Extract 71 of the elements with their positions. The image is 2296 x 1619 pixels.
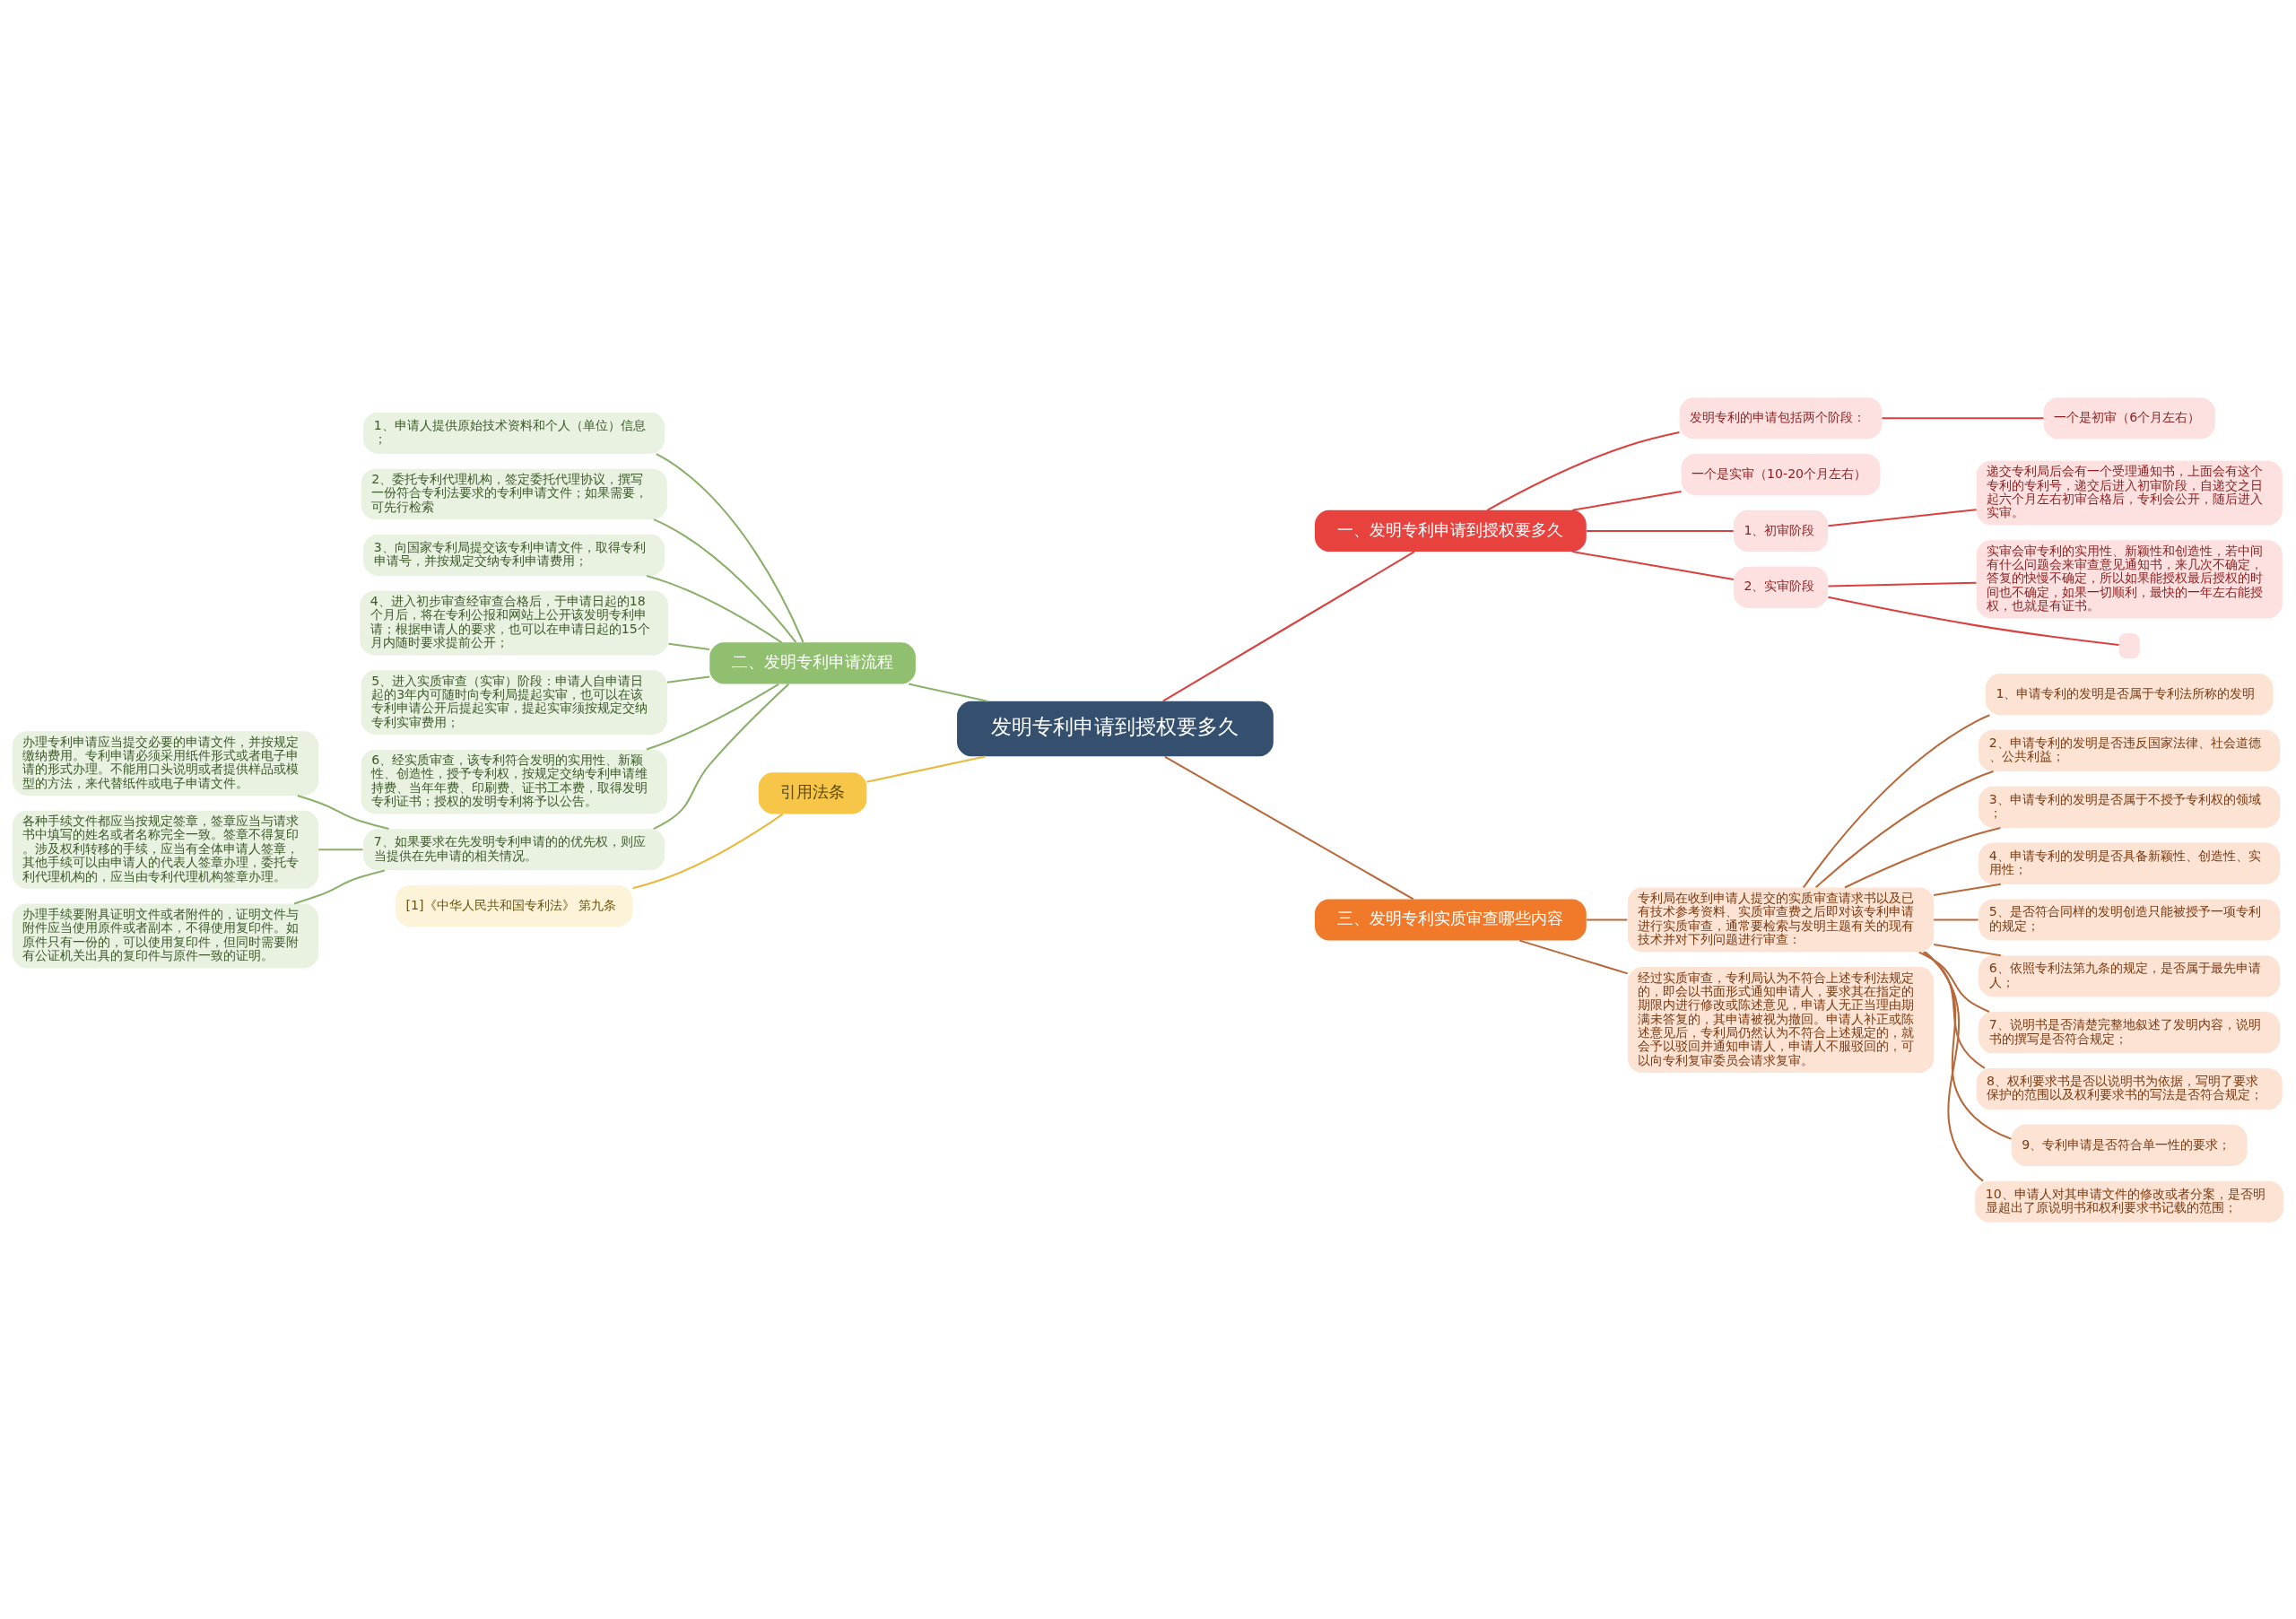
node-box: 专利局在收到申请人提交的实质审查请求书以及已有技术参考资料、实质审查费之后即对该专利申请进行实质审查，通常要检索与发明主题有关的现有技术并对下列问题进行审查： — [1627, 887, 1935, 952]
node-box: 6、经实质审查，该专利符合发明的实用性、新颖性、创造性，授予专利权，按规定交纳专利申请维持费、当年年费、印刷费、证书工本费，取得发明专利证书；授权的发明专利将予以公告。 — [361, 749, 667, 814]
connector — [1934, 943, 2001, 956]
connector — [1803, 713, 1990, 888]
node-box: 7、说明书是否清楚完整地叙述了发明内容，说明书的撰写是否符合规定； — [1979, 1011, 2281, 1053]
connector — [668, 642, 710, 650]
connector — [1572, 490, 1682, 511]
node-box: 7、如果要求在先发明专利申请的的优先权，则应当提供在先申请的相关情况。 — [363, 828, 665, 870]
connector — [1828, 581, 1977, 588]
connector — [1162, 550, 1415, 702]
node-box: 经过实质审查，专利局认为不符合上述专利法规定的，即会以书面形式通知申请人，要求其在指定的期限内进行修改或陈述意见，申请人无正当理由期满未答复的，其申请被视为撤回。申请人补正或陈述意见后，专利局仍然认为不符合上述规定的，就会予以驳回并通知申请人，申请人不服驳回的，可以向专利复审委员会请求复审。 — [1627, 966, 1935, 1073]
connector — [1923, 951, 1986, 1069]
node-box: 发明专利申请到授权要多久 — [957, 701, 1274, 756]
connector — [1925, 951, 1984, 1181]
node-box: 三、发明专利实质审查哪些内容 — [1315, 898, 1587, 941]
connector — [866, 754, 986, 783]
connector — [632, 813, 784, 889]
connector — [653, 683, 789, 830]
node-box: 1、申请人提供原始技术资料和个人（单位）信息； — [363, 412, 665, 454]
connector — [1828, 508, 1977, 527]
connector — [293, 868, 386, 904]
node-box: 办理手续要附具证明文件或者附件的，证明文件与附件应当使用原件或者副本，不得使用复印件。如原件只有一份的，可以使用复印件，但同时需要附有公证机关出具的复印件与原件一致的证明。 — [12, 903, 319, 968]
connector — [666, 675, 710, 683]
node-box: 一个是实审（10-20个月左右） — [1681, 453, 1881, 495]
connector — [1934, 918, 1979, 921]
node-box: 1、申请专利的发明是否属于专利法所称的发明 — [1985, 673, 2274, 715]
connector — [1815, 770, 1994, 888]
node-box: 5、是否符合同样的发明创造只能被授予一项专利的规定； — [1979, 898, 2281, 941]
node-box: 10、申请人对其申请文件的修改或者分案，是否明显超出了原说明书和权利要求书记载的范围； — [1975, 1180, 2284, 1223]
node-box: 4、进入初步审查经审查合格后，于申请日起的18个月后，将在专利公报和网站上公开该发明专利申请；根据申请人的要求，也可以在申请日起的15个月内随时要求提前公开； — [360, 590, 669, 655]
connector — [909, 683, 987, 702]
connector — [646, 683, 779, 751]
connector — [1486, 431, 1680, 511]
connector — [1882, 416, 2044, 419]
node-box: 4、申请专利的发明是否具备新颖性、创造性、实用性； — [1979, 842, 2281, 884]
node-box: 2、申请专利的发明是否违反国家法律、社会道德、公共利益； — [1979, 729, 2281, 771]
connector — [1519, 939, 1629, 974]
connector — [318, 848, 363, 850]
node-box: 2、委托专利代理机构，签定委托代理协议，撰写一份符合专利法要求的专利申请文件；如果需要，可先行检索 — [361, 468, 667, 519]
connector — [646, 574, 783, 643]
node-box: 各种手续文件都应当按规定签章，签章应当与请求书中填写的姓名或者名称完全一致。签章不得复印。涉及权利转移的手续，应当有全体申请人签章，其他手续可以由申请人的代表人签章办理，委托专利代理机构的，应当由专利代理机构签章办理。 — [12, 810, 319, 889]
node-box: 递交专利局后会有一个受理通知书，上面会有这个专利的专利号，递交后进入初审阶段，自递交之日起六个月左右初审合格后，专利会公开，随后进入实审。 — [1976, 460, 2283, 525]
node-box — [2118, 632, 2140, 658]
node-box: 2、实审阶段 — [1733, 566, 1829, 608]
connector — [1828, 596, 2119, 646]
node-box: 二、发明专利申请流程 — [709, 641, 916, 684]
node-box: 6、依照专利法第九条的规定，是否属于最先申请人； — [1979, 954, 2281, 997]
connector — [1934, 883, 2001, 896]
node-box: 5、进入实质审查（实审）阶段：申请人自申请日起的3年内可随时向专利局提起实审，也可以在该专利申请公开后提起实审，提起实审须按规定交纳专利实审费用； — [361, 669, 667, 735]
node-box: 8、权利要求书是否以说明书为依据，写明了要求保护的范围以及权利要求书的写法是否符合规定； — [1976, 1067, 2283, 1110]
connector — [653, 518, 797, 643]
node-box: 3、申请专利的发明是否属于不授予专利权的领域； — [1979, 786, 2281, 828]
connector — [1164, 755, 1414, 900]
node-box: [1]《中华人民共和国专利法》 第九条 — [396, 884, 633, 927]
connector — [1586, 529, 1734, 532]
node-box: 引用法条 — [758, 771, 867, 814]
connector — [1572, 550, 1735, 580]
connector — [656, 452, 804, 642]
node-box: 3、向国家专利局提交该专利申请文件，取得专利申请号，并按规定交纳专利申请费用； — [363, 534, 665, 576]
node-box: 一、发明专利申请到授权要多久 — [1315, 509, 1587, 552]
node-box: 发明专利的申请包括两个阶段： — [1679, 396, 1883, 439]
connector — [297, 794, 389, 830]
connector — [1924, 951, 2012, 1140]
node-box: 9、专利申请是否符合单一性的要求； — [2011, 1124, 2248, 1166]
connector — [1586, 918, 1628, 921]
node-box: 1、初审阶段 — [1733, 509, 1829, 552]
node-box: 实审会审专利的实用性、新颖性和创造性，若中间有什么问题会来审查意见通知书，来几次不确定，答复的快慢不确定，所以如果能授权最后授权的时间也不确定，如果一切顺利，最快的一年左右能授权，也就是有证书。 — [1976, 539, 2283, 618]
node-box: 一个是初审（6个月左右） — [2043, 396, 2215, 439]
connector — [1918, 951, 1990, 1013]
connector — [1844, 826, 2001, 888]
node-box: 办理专利申请应当提交必要的申请文件，并按规定缴纳费用。专利申请必须采用纸件形式或者电子申请的形式办理。不能用口头说明或者提供样品或模型的方法，来代替纸件或电子申请文件。 — [12, 730, 319, 796]
